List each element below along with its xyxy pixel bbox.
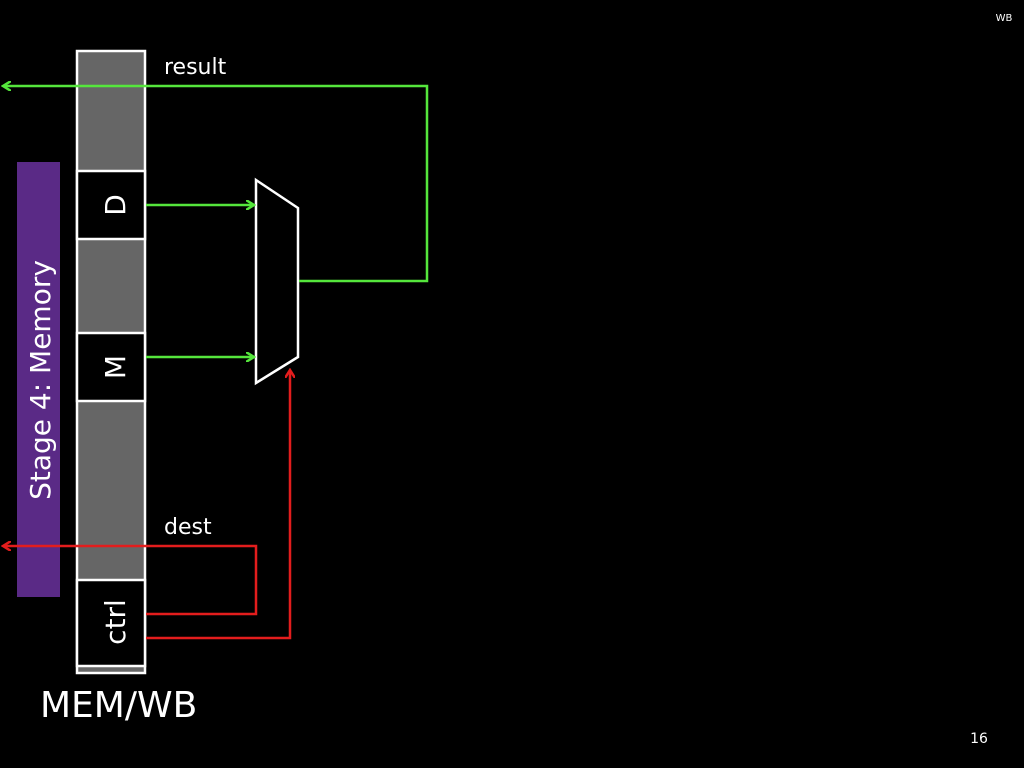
register-field-d xyxy=(75,169,147,241)
wire-result xyxy=(3,86,429,283)
register-field-ctrl xyxy=(75,578,147,668)
wire-dest xyxy=(3,546,258,616)
register-field-m-label: M xyxy=(99,355,132,379)
stage-bar xyxy=(17,162,60,597)
register-name-label: MEM/WB xyxy=(40,685,197,726)
register-field-ctrl-label: ctrl xyxy=(99,599,132,645)
stage-bar-label: Stage 4: Memory xyxy=(24,260,57,500)
register-field-m xyxy=(75,331,147,403)
page-number: 16 xyxy=(970,731,988,747)
register-field-d-label: D xyxy=(99,194,132,216)
mux-shape xyxy=(254,177,300,386)
result-label: result xyxy=(164,55,227,80)
slide-corner-label: WB xyxy=(996,13,1013,24)
dest-label: dest xyxy=(164,515,212,540)
wire-ctrl-to-mux-select xyxy=(146,370,290,640)
